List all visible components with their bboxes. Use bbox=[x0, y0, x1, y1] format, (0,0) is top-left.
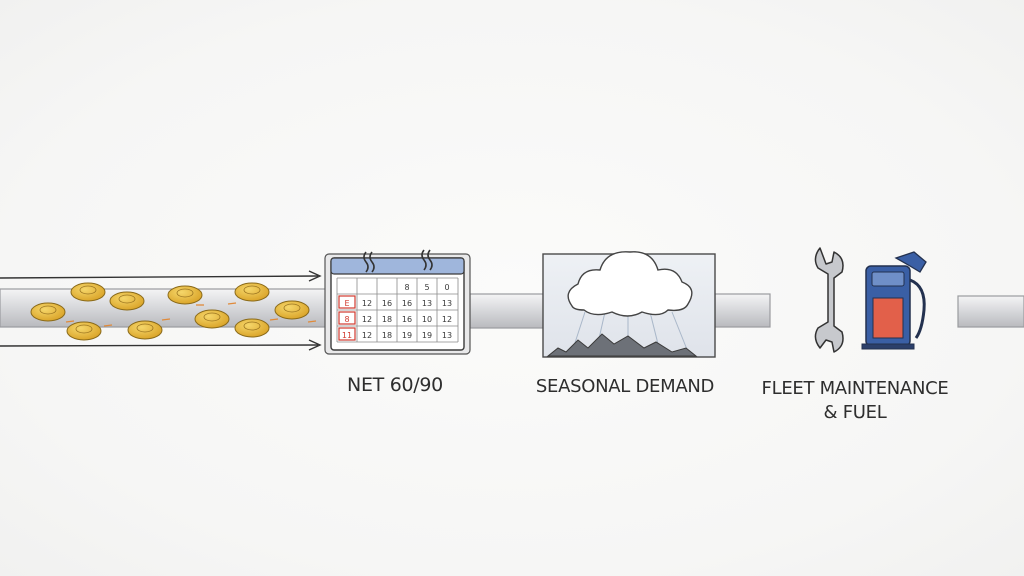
calendar-date: 13 bbox=[442, 331, 452, 340]
calendar-date: 10 bbox=[422, 315, 432, 324]
flow-arrow-bottom bbox=[0, 344, 319, 347]
calendar-date: 16 bbox=[402, 299, 412, 308]
wrench-icon bbox=[814, 247, 844, 353]
pump-cap bbox=[871, 271, 905, 287]
calendar-date: 16 bbox=[402, 315, 412, 324]
coin bbox=[109, 291, 145, 311]
coin bbox=[66, 321, 102, 341]
pump-base bbox=[861, 343, 915, 350]
calendar-date: 12 bbox=[362, 315, 372, 324]
motion-dashes bbox=[65, 302, 317, 327]
calendar-date: 13 bbox=[442, 299, 452, 308]
calendar-date: 8 bbox=[404, 283, 409, 292]
coin bbox=[274, 300, 310, 320]
cloud bbox=[567, 251, 693, 317]
flow-arrow-bottom-head bbox=[308, 339, 322, 351]
coin bbox=[234, 318, 270, 338]
fuel-pump-icon bbox=[861, 251, 927, 350]
calendar-date: 12 bbox=[362, 299, 372, 308]
calendar-date: 0 bbox=[444, 283, 449, 292]
coin bbox=[30, 302, 66, 322]
calendar-rings bbox=[363, 249, 433, 273]
mountains bbox=[546, 333, 698, 357]
stage-label-fleet-line2: & FUEL bbox=[823, 402, 887, 423]
pump-hose bbox=[909, 278, 926, 339]
coins bbox=[30, 282, 317, 341]
calendar-dates: 8 5 0E 12 16 16 13 13 8 12 18 16 10 12 11 12 18 19 19 13 bbox=[342, 283, 452, 340]
calendar-date: 12 bbox=[362, 331, 372, 340]
calendar-grid bbox=[336, 277, 459, 343]
calendar-date: 12 bbox=[442, 315, 452, 324]
pipe-segment-2 bbox=[469, 293, 545, 329]
calendar-date: 18 bbox=[382, 331, 392, 340]
pipe-segment-3 bbox=[714, 293, 771, 328]
calendar-date: 19 bbox=[402, 331, 412, 340]
coin bbox=[194, 309, 230, 329]
coin bbox=[167, 285, 203, 305]
calendar-date: 5 bbox=[424, 283, 429, 292]
calendar-date: 13 bbox=[422, 299, 432, 308]
coin bbox=[234, 282, 270, 302]
calendar-date: 18 bbox=[382, 315, 392, 324]
pump-nozzle bbox=[894, 251, 927, 273]
stage-label-net-terms: NET 60/90 bbox=[347, 374, 443, 396]
calendar-icon: 8 5 0E 12 16 16 13 13 8 12 18 16 10 12 11 12 18 19 19 13 bbox=[324, 249, 471, 355]
pump-window bbox=[872, 297, 904, 339]
flow-arrows bbox=[0, 270, 322, 351]
calendar-date: 16 bbox=[382, 299, 392, 308]
calendar-date: E bbox=[344, 299, 349, 308]
coin bbox=[127, 320, 163, 340]
storm-cloud-icon bbox=[542, 251, 716, 358]
calendar-header bbox=[330, 257, 465, 275]
calendar-date: 8 bbox=[344, 315, 349, 324]
calendar-date: 19 bbox=[422, 331, 432, 340]
flow-arrow-top bbox=[0, 275, 319, 279]
coin bbox=[70, 282, 106, 302]
stage-label-seasonal-demand: SEASONAL DEMAND bbox=[535, 376, 715, 397]
calendar-red-markers bbox=[338, 295, 356, 341]
pipe-segment-4 bbox=[957, 295, 1024, 328]
calendar-date: 11 bbox=[342, 331, 352, 340]
stage-label-fleet: FLEET MAINTENANCE & FUEL bbox=[755, 377, 955, 425]
flow-arrow-top-head bbox=[308, 270, 322, 282]
stage-label-fleet-line1: FLEET MAINTENANCE bbox=[761, 378, 949, 399]
